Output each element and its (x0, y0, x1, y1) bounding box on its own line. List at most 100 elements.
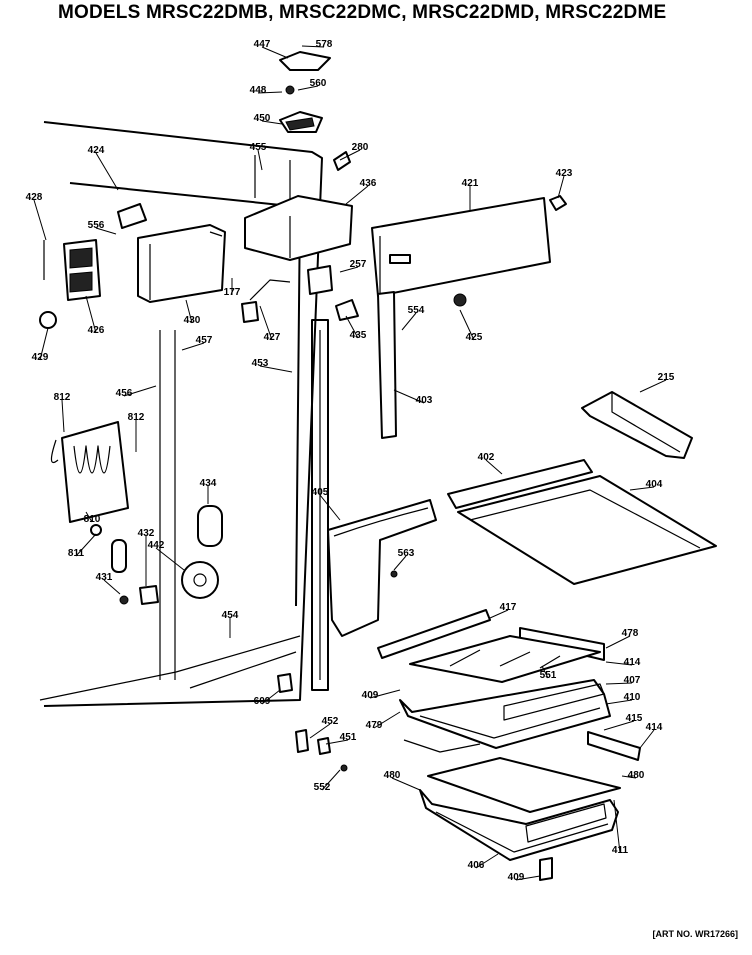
leader-line (259, 365, 293, 373)
callout-455: 455 (250, 142, 267, 171)
callout-label: 405 (312, 487, 329, 498)
door-bin (581, 391, 693, 459)
damper-and-fan (90, 505, 223, 605)
leader-line (325, 739, 349, 745)
callout-label: 407 (624, 675, 641, 686)
leader-line (605, 661, 633, 666)
evaporator-heater (50, 421, 129, 523)
callout-label: 280 (352, 142, 369, 153)
leader-line (257, 91, 283, 94)
air-duct-cover (244, 195, 353, 261)
callout-label: 455 (250, 142, 267, 153)
callout-label: 554 (408, 305, 425, 316)
callout-454: 454 (222, 610, 239, 638)
callout-414: 414 (639, 722, 663, 749)
callout-812: 812 (128, 412, 145, 452)
leader-line (345, 185, 369, 205)
leader-line (557, 175, 565, 199)
callout-label: 563 (398, 548, 415, 559)
callout-411: 411 (612, 799, 629, 856)
callout-427: 427 (259, 305, 281, 343)
callout-414: 414 (605, 657, 641, 668)
callout-417: 417 (489, 602, 517, 619)
callout-410: 410 (605, 692, 641, 705)
leader-line (605, 635, 631, 649)
leader-line (85, 295, 97, 334)
callout-436: 436 (345, 178, 377, 205)
leader-line (85, 511, 93, 523)
leader-line (61, 399, 65, 433)
callout-480: 480 (621, 770, 645, 781)
leader-line (181, 342, 205, 351)
callout-578: 578 (301, 39, 333, 50)
leader-line (301, 45, 325, 48)
callout-280: 280 (339, 142, 369, 161)
callout-label: 430 (184, 315, 201, 326)
callout-456: 456 (116, 385, 157, 399)
callout-label: 450 (254, 113, 271, 124)
leader-line (297, 85, 319, 91)
callout-431: 431 (96, 572, 121, 595)
callout-label: 457 (196, 335, 213, 346)
callout-label: 456 (116, 388, 133, 399)
callout-label: 424 (88, 145, 105, 156)
leader-line (639, 729, 655, 749)
glass-shelf (447, 459, 717, 585)
callout-label: 411 (612, 845, 629, 856)
callout-label: 812 (54, 392, 71, 403)
leader-line (489, 609, 509, 619)
leader-line (605, 682, 633, 685)
shelf-support-rail (377, 291, 467, 439)
callout-label: 578 (316, 39, 333, 50)
callout-442: 442 (148, 540, 185, 571)
leader-line (459, 309, 475, 341)
callout-447: 447 (254, 39, 289, 59)
upper-crisper-drawer (399, 635, 611, 753)
callout-407: 407 (605, 675, 641, 686)
callout-label: 414 (624, 657, 641, 668)
callout-435: 435 (345, 315, 367, 341)
leader-line (373, 711, 401, 729)
callout-label: 480 (628, 770, 645, 781)
callout-label: 609 (254, 696, 271, 707)
leader-line (95, 152, 119, 191)
callout-453: 453 (252, 358, 293, 373)
callout-424: 424 (88, 145, 119, 191)
leader-line (309, 723, 331, 739)
callout-448: 448 (250, 85, 283, 96)
leader-line (123, 385, 157, 397)
callout-215: 215 (639, 372, 675, 393)
callout-label: 811 (68, 548, 85, 559)
lower-crisper-drawer (419, 757, 621, 861)
callout-label: 410 (624, 692, 641, 703)
callout-404: 404 (629, 479, 663, 491)
callout-label: 425 (466, 332, 483, 343)
art-number: [ART NO. WR17266] (652, 929, 738, 939)
leader-line (613, 799, 621, 854)
callout-405: 405 (312, 487, 341, 521)
callout-478: 478 (605, 628, 639, 649)
callout-label: 415 (626, 713, 643, 724)
leader-line (95, 227, 117, 235)
leader-line (393, 389, 425, 404)
small-hardware (277, 151, 553, 881)
callout-label: 409 (508, 872, 525, 883)
control-box (137, 224, 226, 303)
leader-line (605, 699, 633, 705)
callout-label: 551 (540, 670, 557, 681)
callout-406: 406 (468, 853, 499, 871)
leader-line (155, 547, 185, 571)
leader-line (401, 312, 417, 331)
callout-552: 552 (314, 769, 341, 793)
leader-line (261, 689, 281, 705)
leader-line (33, 199, 47, 241)
callout-label: 421 (462, 178, 479, 189)
callout-label: 215 (658, 372, 675, 383)
leader-line (393, 555, 407, 571)
vertical-rails (311, 319, 329, 691)
callout-609: 609 (254, 689, 281, 707)
callout-812: 812 (54, 392, 71, 433)
callout-label: 812 (128, 412, 145, 423)
leader-line (345, 315, 359, 339)
